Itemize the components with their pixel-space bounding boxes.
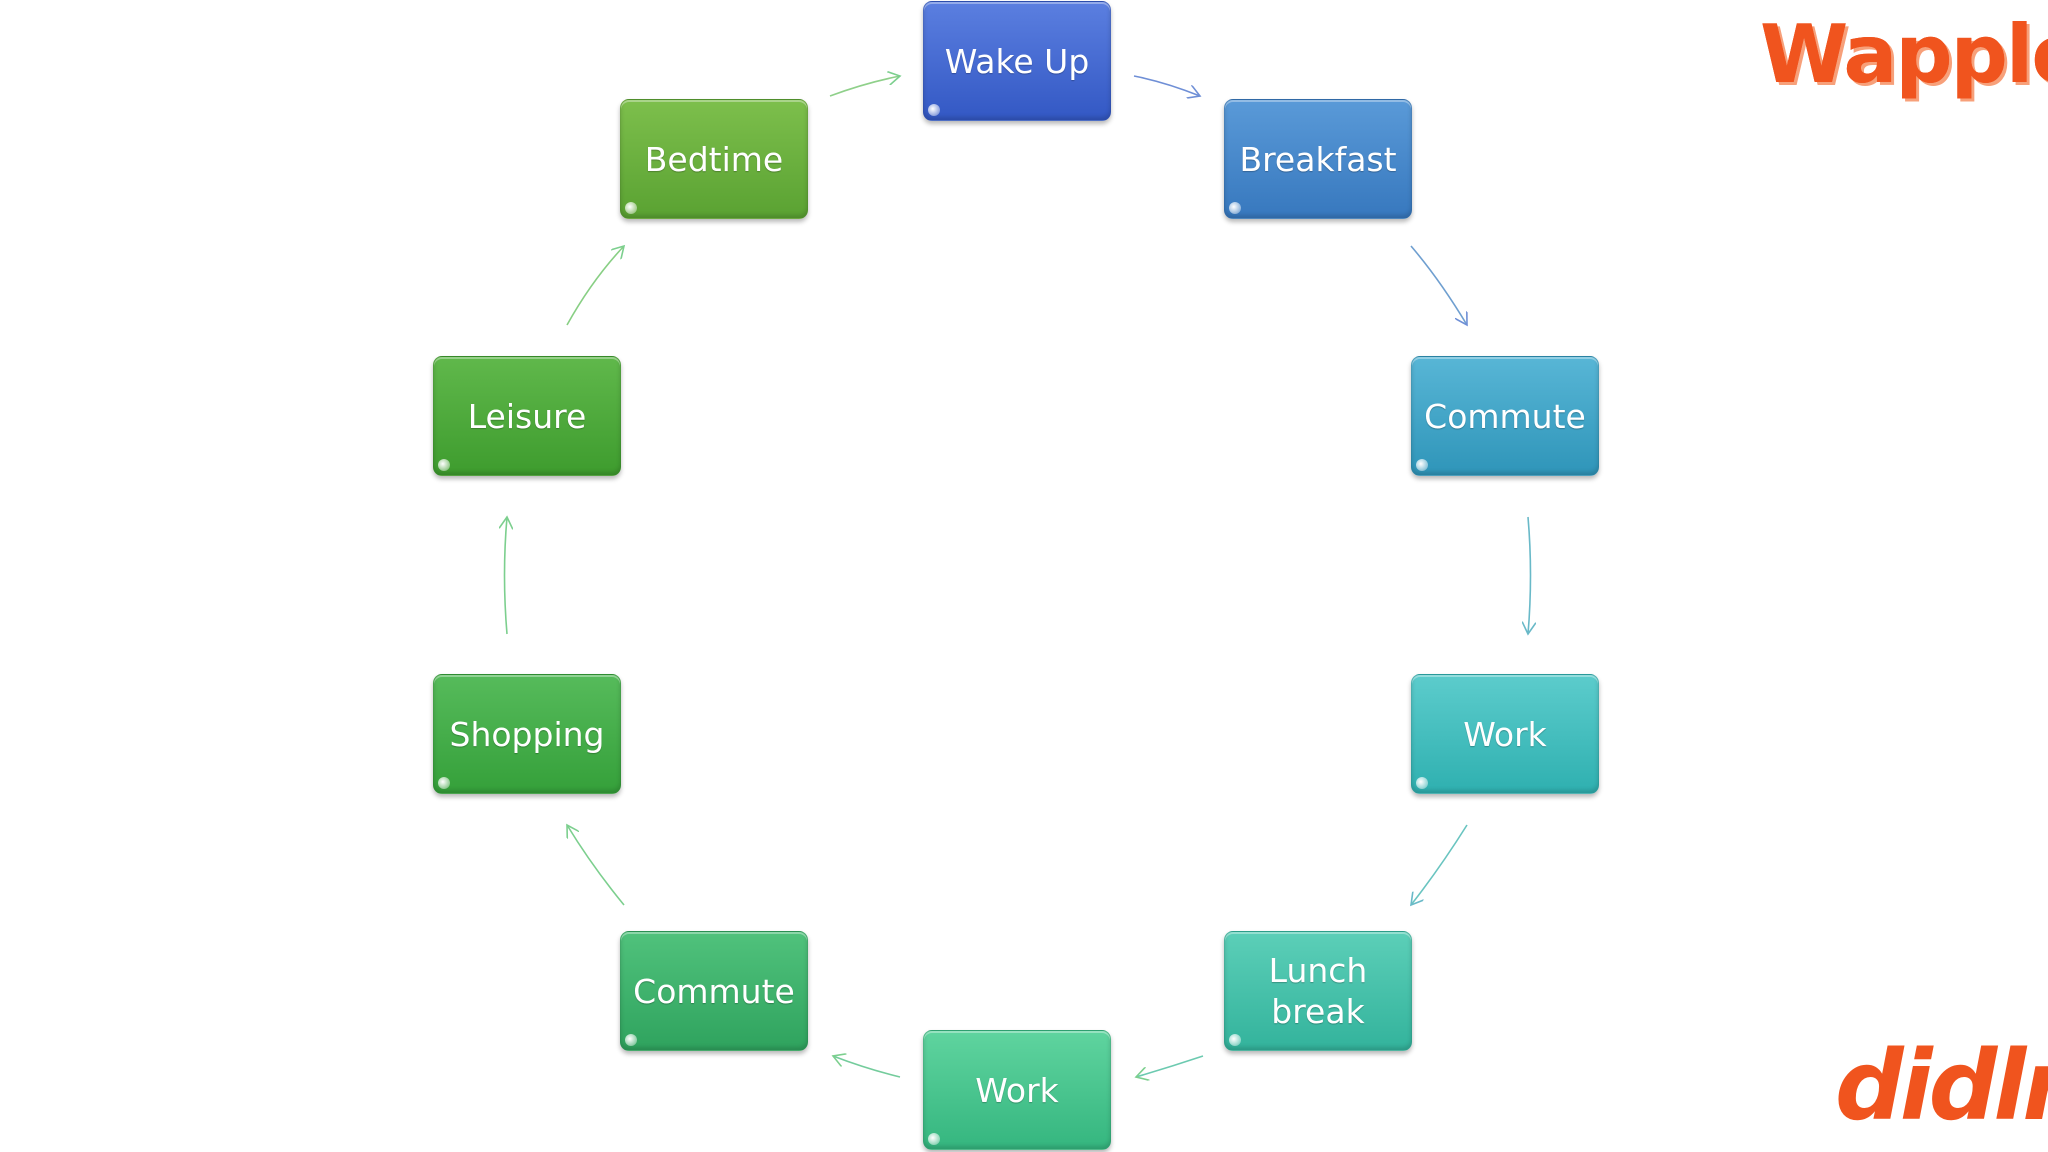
arrow-work-to-commute xyxy=(833,1056,901,1078)
step-wake-up: Wake Up xyxy=(923,1,1111,121)
step-label: Shopping xyxy=(449,714,605,754)
step-label: Leisure xyxy=(467,396,587,436)
wapple-logo: Wapple xyxy=(1758,6,2048,103)
step-label: Commute xyxy=(633,971,795,1011)
arrow-lunch-to-work xyxy=(1136,1055,1204,1077)
step-commute-morning: Commute xyxy=(1411,356,1599,476)
step-bedtime: Bedtime xyxy=(620,99,808,219)
step-shopping: Shopping xyxy=(433,674,621,794)
arrow-bedtime-to-wakeup xyxy=(829,76,900,97)
step-label: Breakfast xyxy=(1239,139,1397,179)
arrow-wakeup-to-breakfast xyxy=(1133,75,1200,96)
step-label: Commute xyxy=(1424,396,1586,436)
step-breakfast: Breakfast xyxy=(1224,99,1412,219)
step-work-morning: Work xyxy=(1411,674,1599,794)
step-work-afternoon: Work xyxy=(923,1030,1111,1150)
arrow-leisure-to-bedtime xyxy=(566,246,624,326)
step-commute-evening: Commute xyxy=(620,931,808,1051)
didlr-logo: didlr xyxy=(1835,1030,2048,1142)
arrow-shopping-to-leisure xyxy=(505,517,508,635)
step-label: Work xyxy=(1463,714,1547,754)
step-lunch-break: Lunch break xyxy=(1224,931,1412,1051)
step-label: Work xyxy=(975,1070,1059,1110)
arrow-commute-to-shopping xyxy=(567,825,625,906)
step-leisure: Leisure xyxy=(433,356,621,476)
arrow-breakfast-to-commute xyxy=(1410,245,1467,325)
step-label: Bedtime xyxy=(644,139,784,179)
arrow-work-to-lunch xyxy=(1411,824,1468,905)
arrow-commute-to-work xyxy=(1528,516,1531,634)
step-label: Wake Up xyxy=(944,41,1090,81)
step-label: Lunch break xyxy=(1268,951,1368,1031)
